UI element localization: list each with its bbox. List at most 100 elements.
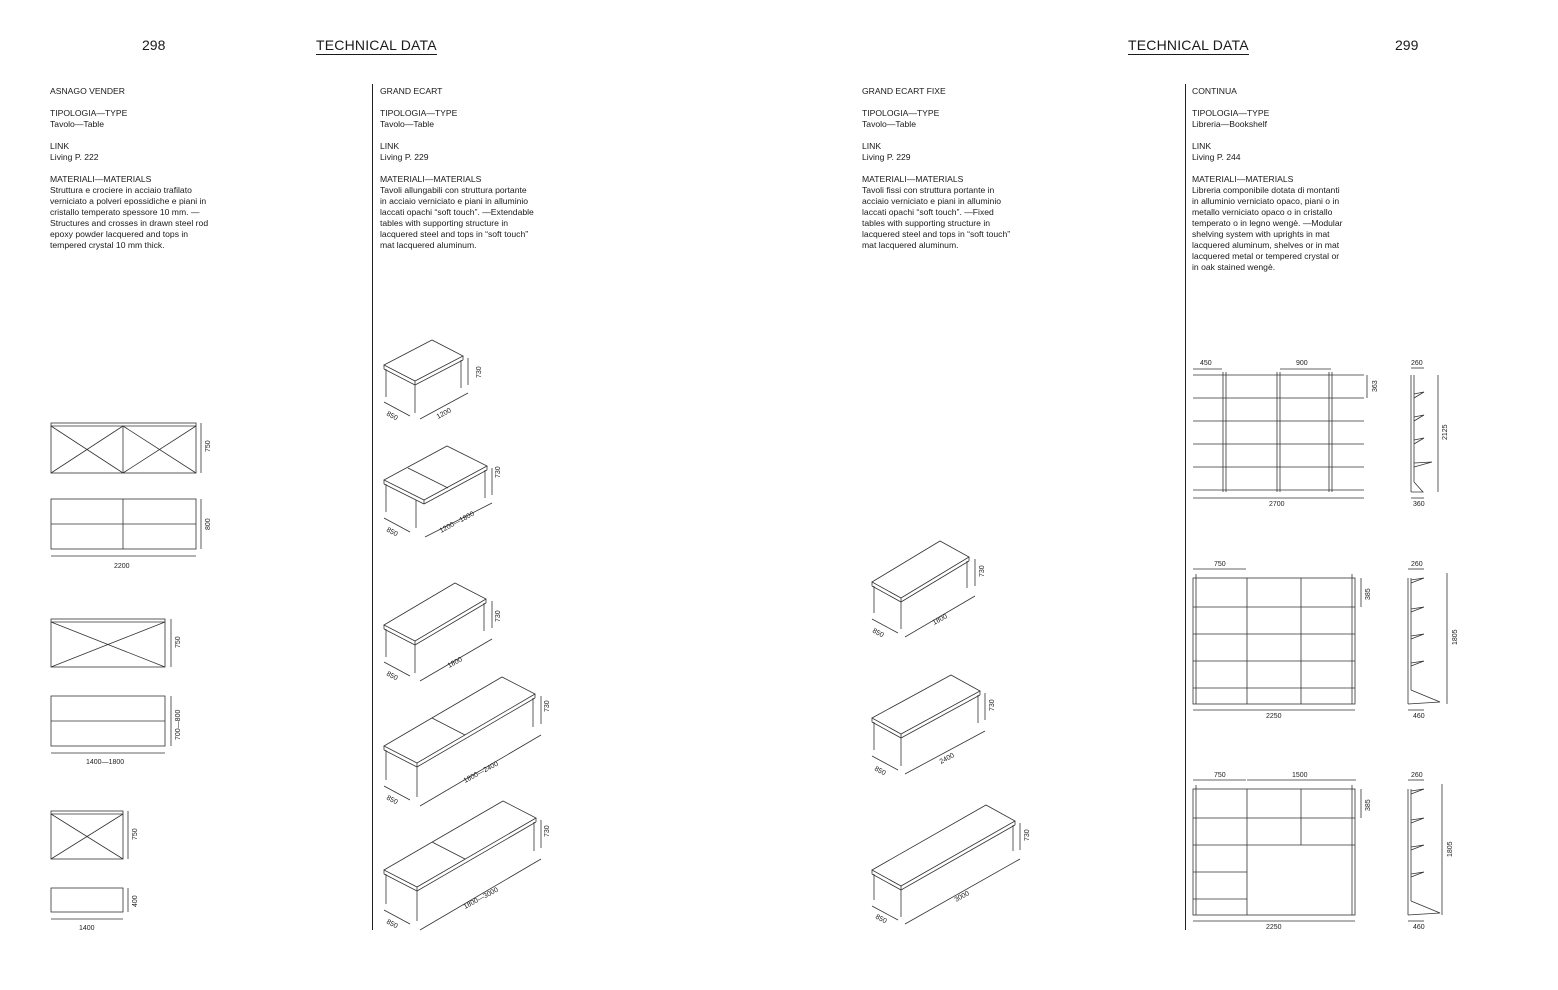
dim-label: 1800—2400 [463, 761, 500, 785]
dim-label: 360 [1413, 501, 1425, 508]
product-name: CONTINUA [1192, 86, 1237, 96]
dim-label: 850 [873, 766, 887, 778]
page-number-left: 298 [142, 37, 166, 53]
type-value: Tavolo—Table [50, 119, 104, 129]
type-label: TIPOLOGIA—TYPE [862, 108, 940, 118]
product-block-grand-ecart: GRAND ECART TIPOLOGIA—TYPE Tavolo—Table … [380, 86, 535, 251]
dim-label: 850 [871, 628, 885, 640]
dim-label: 2250 [1266, 713, 1282, 720]
dim-label: 900 [1296, 360, 1308, 367]
dim-label: 450 [1200, 360, 1212, 367]
dim-label: 730 [979, 565, 986, 577]
asnago-drawing-b [50, 618, 172, 754]
dim-label: 730 [544, 700, 551, 712]
product-name: ASNAGO VENDER [50, 86, 125, 96]
materials-label: MATERIALI—MATERIALS [1192, 174, 1294, 184]
dim-label: 1800 [932, 613, 949, 627]
grand-ecart-drawing-d [383, 676, 542, 807]
type-value: Tavolo—Table [380, 119, 434, 129]
materials-label: MATERIALI—MATERIALS [380, 174, 482, 184]
dim-label: 1800 [447, 656, 464, 670]
dim-label: 730 [495, 466, 502, 478]
grand-ecart-fixe-drawing-b [871, 674, 986, 775]
dim-label: 850 [385, 919, 399, 931]
link-label: LINK [1192, 141, 1212, 151]
product-block-continua: CONTINUA TIPOLOGIA—TYPE Libreria—Bookshe… [1192, 86, 1344, 273]
dim-label: 1200—1800 [439, 511, 476, 535]
dim-label: 750 [1214, 772, 1226, 779]
type-value: Libreria—Bookshelf [1192, 119, 1267, 129]
product-block-grand-ecart-fixe: GRAND ECART FIXE TIPOLOGIA—TYPE Tavolo—T… [862, 86, 1017, 251]
materials-text: Tavoli fissi con struttura portante in a… [862, 185, 1011, 250]
asnago-drawing-c [50, 810, 129, 920]
product-block-asnago-vender: ASNAGO VENDER TIPOLOGIA—TYPE Tavolo—Tabl… [50, 86, 210, 251]
dim-label: 750 [132, 828, 139, 840]
dim-label: 260 [1411, 561, 1423, 568]
link-value: Living P. 229 [380, 152, 429, 162]
link-label: LINK [862, 141, 882, 151]
dim-label: 750 [205, 440, 212, 452]
materials-text: Tavoli allungabili con struttura portant… [380, 185, 534, 250]
dim-label: 385 [1365, 588, 1372, 600]
dim-label: 730 [476, 366, 483, 378]
dim-label: 850 [385, 671, 399, 683]
column-divider-left [372, 84, 373, 930]
link-label: LINK [50, 141, 70, 151]
dim-label: 700—800 [175, 710, 182, 740]
dim-label: 1400—1800 [86, 759, 124, 766]
dim-label: 1800—3000 [463, 887, 500, 911]
grand-ecart-drawing-c [383, 582, 493, 682]
header-title-right: TECHNICAL DATA [1128, 37, 1249, 55]
product-name: GRAND ECART [380, 86, 443, 96]
grand-ecart-fixe-drawing-a [871, 540, 976, 638]
grand-ecart-drawing-e [383, 800, 542, 931]
dim-label: 400 [132, 895, 139, 907]
grand-ecart-fixe-drawing-c [871, 804, 1021, 925]
link-value: Living P. 244 [1192, 152, 1241, 162]
dim-label: 363 [1372, 380, 1379, 392]
asnago-drawing-a [50, 422, 202, 557]
dim-label: 2200 [114, 563, 130, 570]
dim-label: 750 [1214, 561, 1226, 568]
dim-label: 730 [1024, 829, 1031, 841]
dim-label: 260 [1411, 772, 1423, 779]
dim-label: 850 [385, 411, 399, 423]
dim-label: 730 [544, 825, 551, 837]
dim-label: 2700 [1269, 501, 1285, 508]
header-title-left: TECHNICAL DATA [316, 37, 437, 55]
continua-drawing-a [1193, 367, 1439, 499]
dim-label: 2250 [1266, 924, 1282, 931]
materials-text: Libreria componibile dotata di montanti … [1192, 185, 1343, 272]
dim-label: 460 [1413, 924, 1425, 931]
dim-label: 385 [1365, 799, 1372, 811]
page-number-right: 299 [1395, 37, 1419, 53]
dim-label: 1805 [1452, 629, 1459, 645]
continua-drawing-b [1192, 568, 1448, 711]
dim-label: 460 [1413, 713, 1425, 720]
dim-label: 1500 [1292, 772, 1308, 779]
dim-label: 850 [385, 527, 399, 539]
dim-label: 730 [495, 610, 502, 622]
dim-label: 1400 [79, 925, 95, 932]
dim-label: 260 [1411, 360, 1423, 367]
product-name: GRAND ECART FIXE [862, 86, 946, 96]
type-label: TIPOLOGIA—TYPE [50, 108, 128, 118]
dim-label: 850 [385, 795, 399, 807]
link-value: Living P. 222 [50, 152, 99, 162]
dim-label: 1805 [1447, 841, 1454, 857]
dim-label: 750 [175, 636, 182, 648]
type-label: TIPOLOGIA—TYPE [1192, 108, 1270, 118]
materials-label: MATERIALI—MATERIALS [50, 174, 152, 184]
column-divider-right [1185, 84, 1186, 930]
continua-drawing-c [1192, 779, 1443, 922]
dim-label: 800 [205, 518, 212, 530]
dim-label: 730 [989, 699, 996, 711]
grand-ecart-drawing-b [383, 445, 493, 538]
dim-label: 850 [874, 914, 888, 926]
link-label: LINK [380, 141, 400, 151]
type-label: TIPOLOGIA—TYPE [380, 108, 458, 118]
grand-ecart-drawing-a [383, 339, 469, 420]
materials-label: MATERIALI—MATERIALS [862, 174, 964, 184]
link-value: Living P. 229 [862, 152, 911, 162]
